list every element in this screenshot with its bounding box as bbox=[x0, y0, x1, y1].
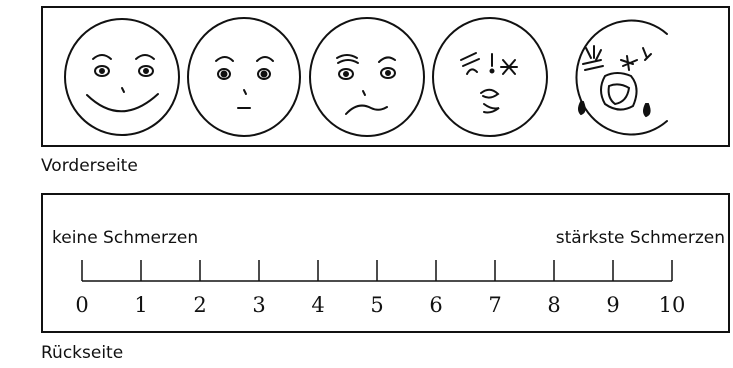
face-sad-icon bbox=[310, 18, 424, 136]
face-scale-panel bbox=[41, 6, 730, 147]
scale-number-10: 10 bbox=[659, 293, 686, 317]
right-label: stärkste Schmerzen bbox=[556, 228, 725, 248]
scale-number-5: 5 bbox=[370, 293, 383, 317]
face-hurt-icon bbox=[433, 18, 547, 136]
scale-number-0: 0 bbox=[75, 293, 88, 317]
back-caption: Rückseite bbox=[41, 343, 123, 363]
numeric-scale-panel: keine Schmerzen stärkste Schmerzen 0 1 2 3 4… bbox=[41, 193, 730, 333]
front-caption: Vorderseite bbox=[41, 156, 138, 176]
face-happy-icon bbox=[65, 19, 179, 135]
scale-number-6: 6 bbox=[429, 293, 442, 317]
face-crying-icon bbox=[576, 21, 667, 135]
faces-drawing bbox=[43, 8, 732, 149]
face-neutral-icon bbox=[188, 18, 300, 136]
scale-number-1: 1 bbox=[134, 293, 147, 317]
left-label: keine Schmerzen bbox=[52, 228, 198, 248]
scale-number-8: 8 bbox=[547, 293, 560, 317]
scale-number-9: 9 bbox=[606, 293, 619, 317]
scale-number-4: 4 bbox=[311, 293, 324, 317]
scale-number-3: 3 bbox=[252, 293, 265, 317]
scale-number-2: 2 bbox=[193, 293, 206, 317]
numeric-scale: keine Schmerzen stärkste Schmerzen 0 1 2 3 4… bbox=[43, 195, 732, 335]
scale-number-7: 7 bbox=[488, 293, 501, 317]
